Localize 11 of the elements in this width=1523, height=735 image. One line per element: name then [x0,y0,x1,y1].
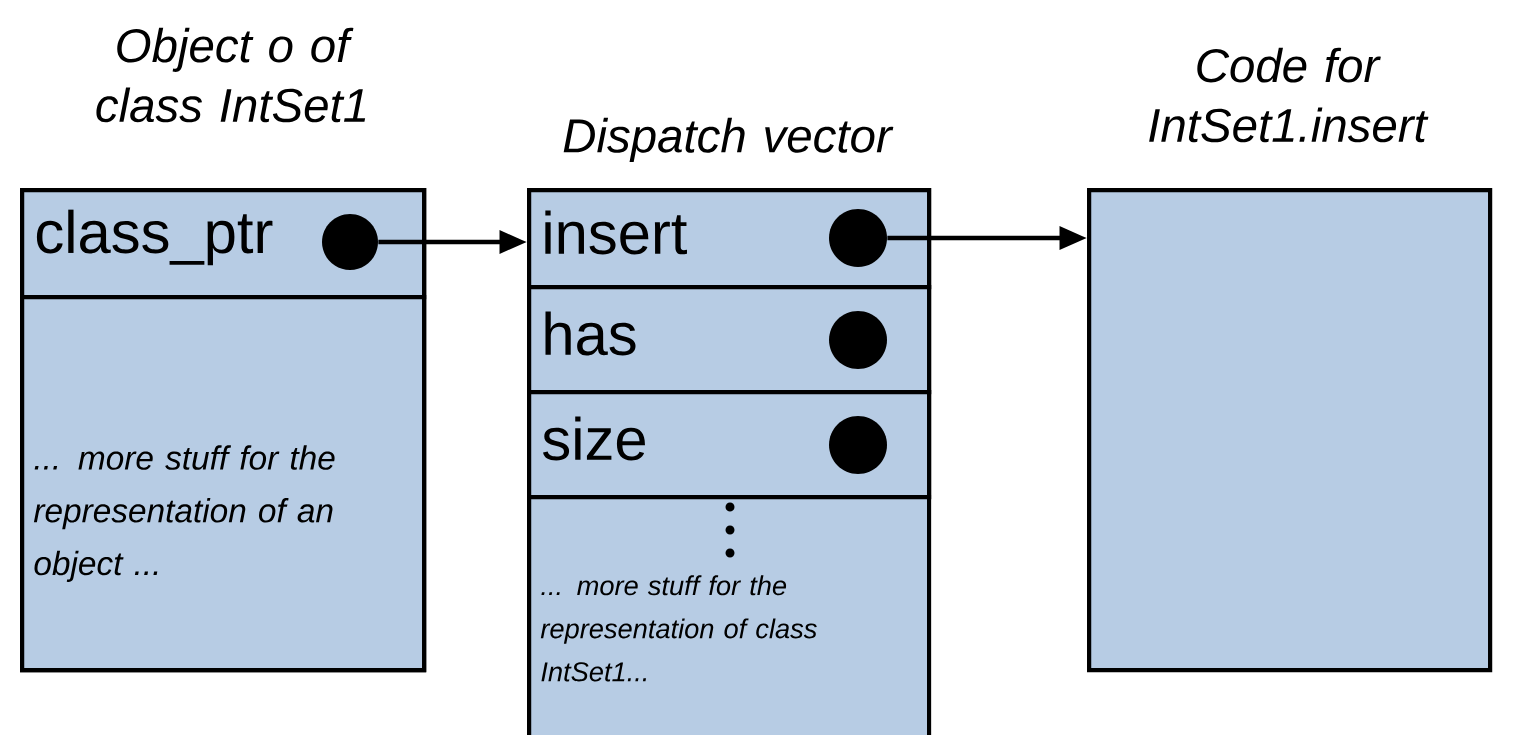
pointer-dot [829,209,887,267]
block-heading: Code for IntSet1.insert [1149,47,1429,143]
field-cell: insert [527,188,932,290]
block-heading: Dispatch vector [563,117,894,163]
field-cell: size [527,390,932,500]
pointer-dot [829,311,887,369]
block-heading: Object o of class IntSet1 [96,27,366,123]
field-cell: class_ptr [20,188,427,300]
pointer-dot [829,416,887,474]
field-cell: has [527,285,932,395]
pointer-dot [322,214,378,270]
